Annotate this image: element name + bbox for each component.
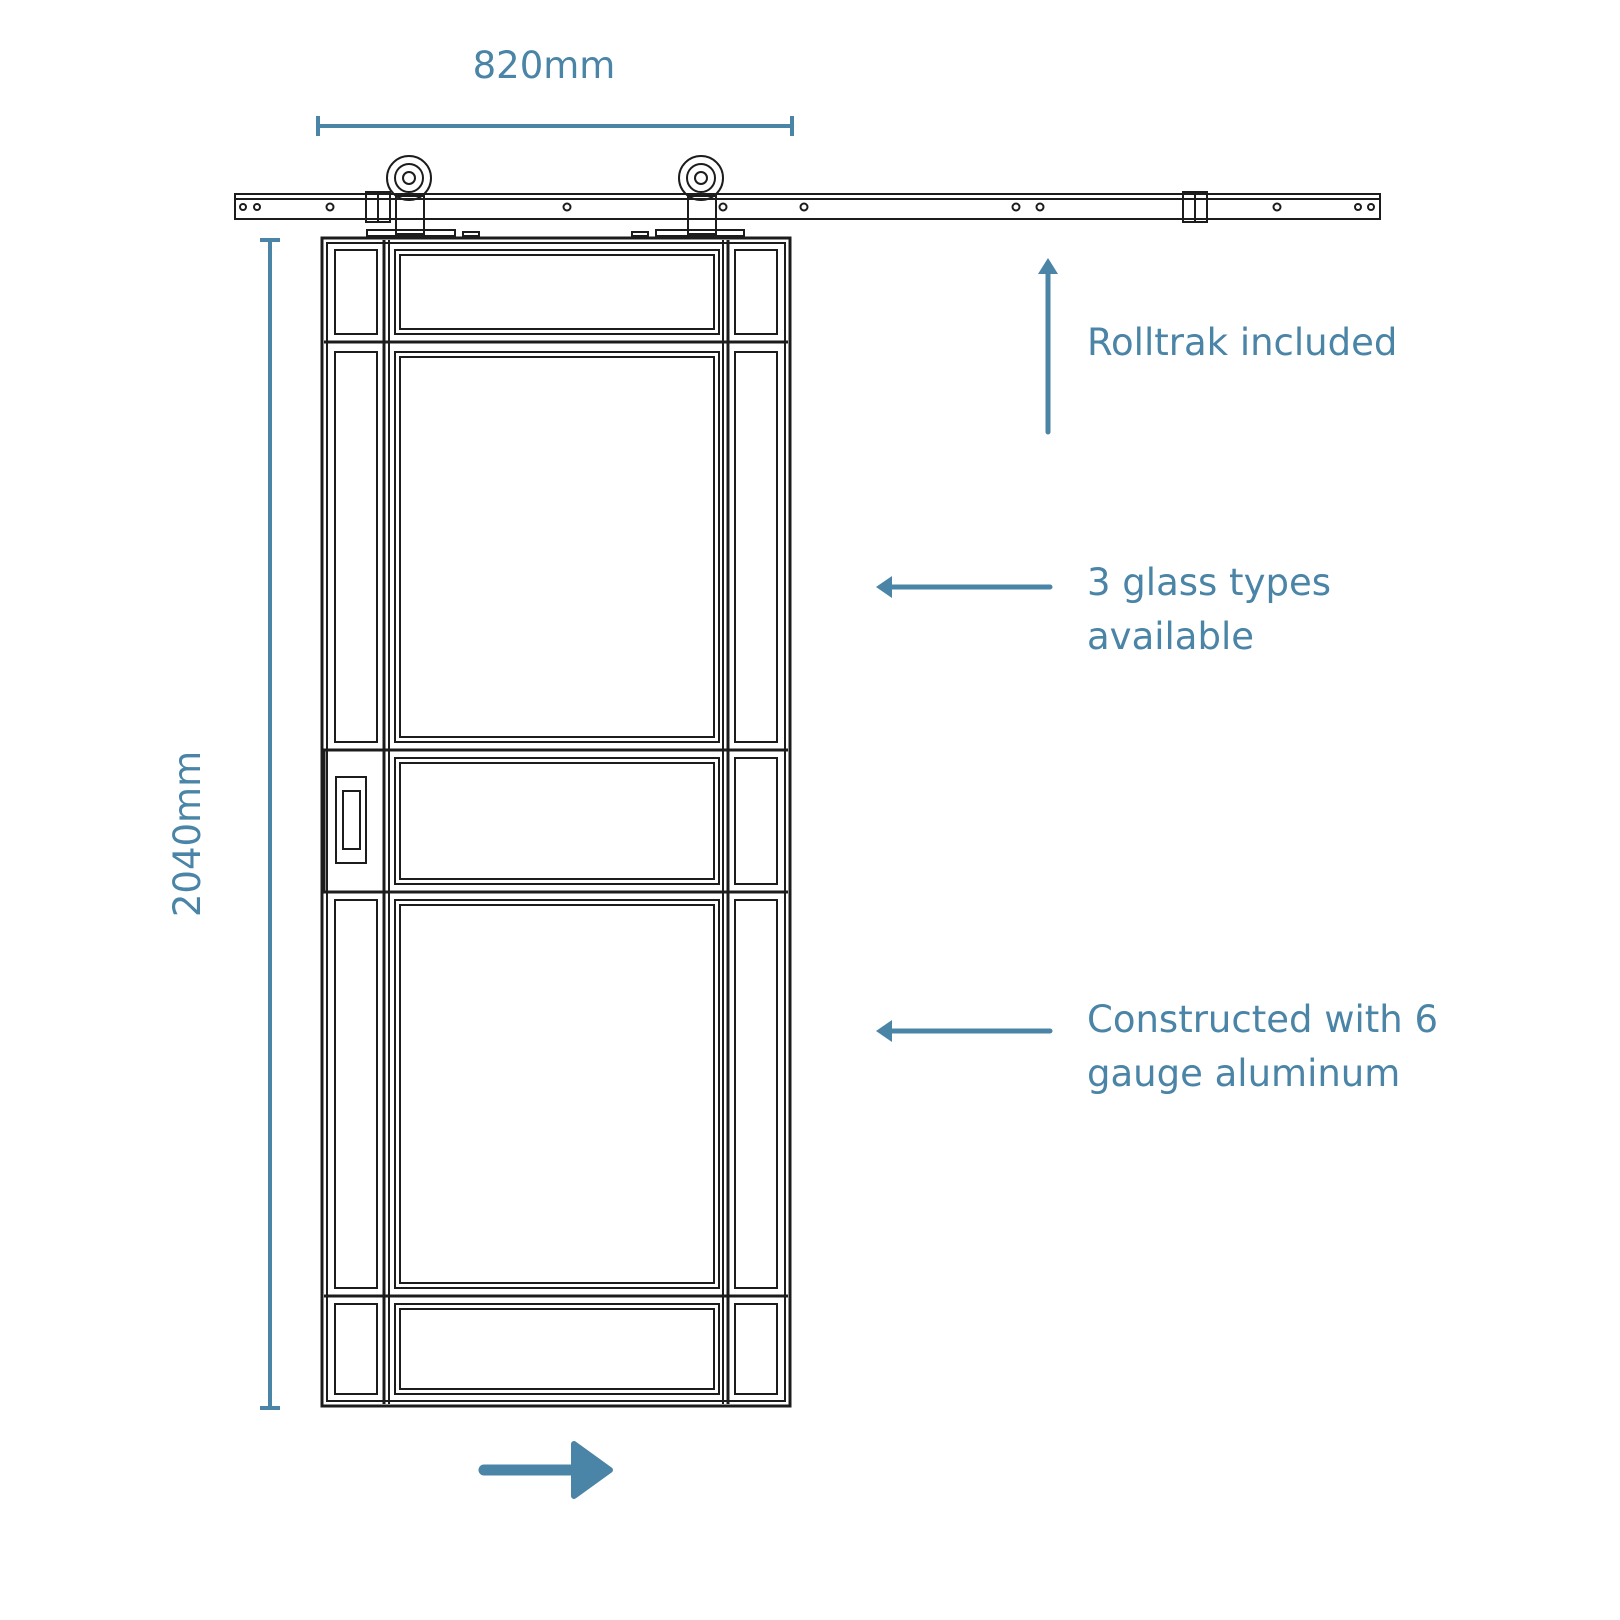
pane <box>734 757 778 885</box>
glass-label-line2: available <box>1087 615 1254 658</box>
construction-label-line2: gauge aluminum <box>1087 1052 1400 1095</box>
pane <box>394 1303 720 1395</box>
door <box>320 236 792 1408</box>
pane <box>334 899 378 1289</box>
callout-rolltrak: Rolltrak included <box>1038 258 1397 435</box>
roller-left <box>366 155 480 237</box>
pane <box>734 1303 778 1395</box>
pane <box>734 249 778 335</box>
handle-block <box>322 748 386 894</box>
pane <box>734 899 778 1289</box>
pane <box>394 899 720 1289</box>
callout-glass: 3 glass types available <box>876 561 1331 658</box>
roller-right <box>631 155 745 237</box>
pane <box>734 351 778 743</box>
pane <box>394 757 720 885</box>
rail-bar <box>234 193 1381 220</box>
width-dimension: 820mm <box>316 44 794 136</box>
door-outer-frame <box>320 236 792 1408</box>
pane <box>334 249 378 335</box>
width-label: 820mm <box>473 44 616 87</box>
pane <box>334 351 378 743</box>
rolltrak-rail <box>234 191 1381 223</box>
pane <box>334 1303 378 1395</box>
height-dimension: 2040mm <box>166 238 280 1410</box>
arrow-right-icon <box>478 1441 613 1499</box>
door-handle <box>335 776 367 864</box>
rolltrak-label: Rolltrak included <box>1087 321 1397 364</box>
construction-label-line1: Constructed with 6 <box>1087 998 1438 1041</box>
glass-label-line1: 3 glass types <box>1087 561 1331 604</box>
height-label: 2040mm <box>166 751 209 917</box>
callout-construction: Constructed with 6 gauge aluminum <box>876 998 1438 1095</box>
pane <box>394 249 720 335</box>
pane <box>394 351 720 743</box>
